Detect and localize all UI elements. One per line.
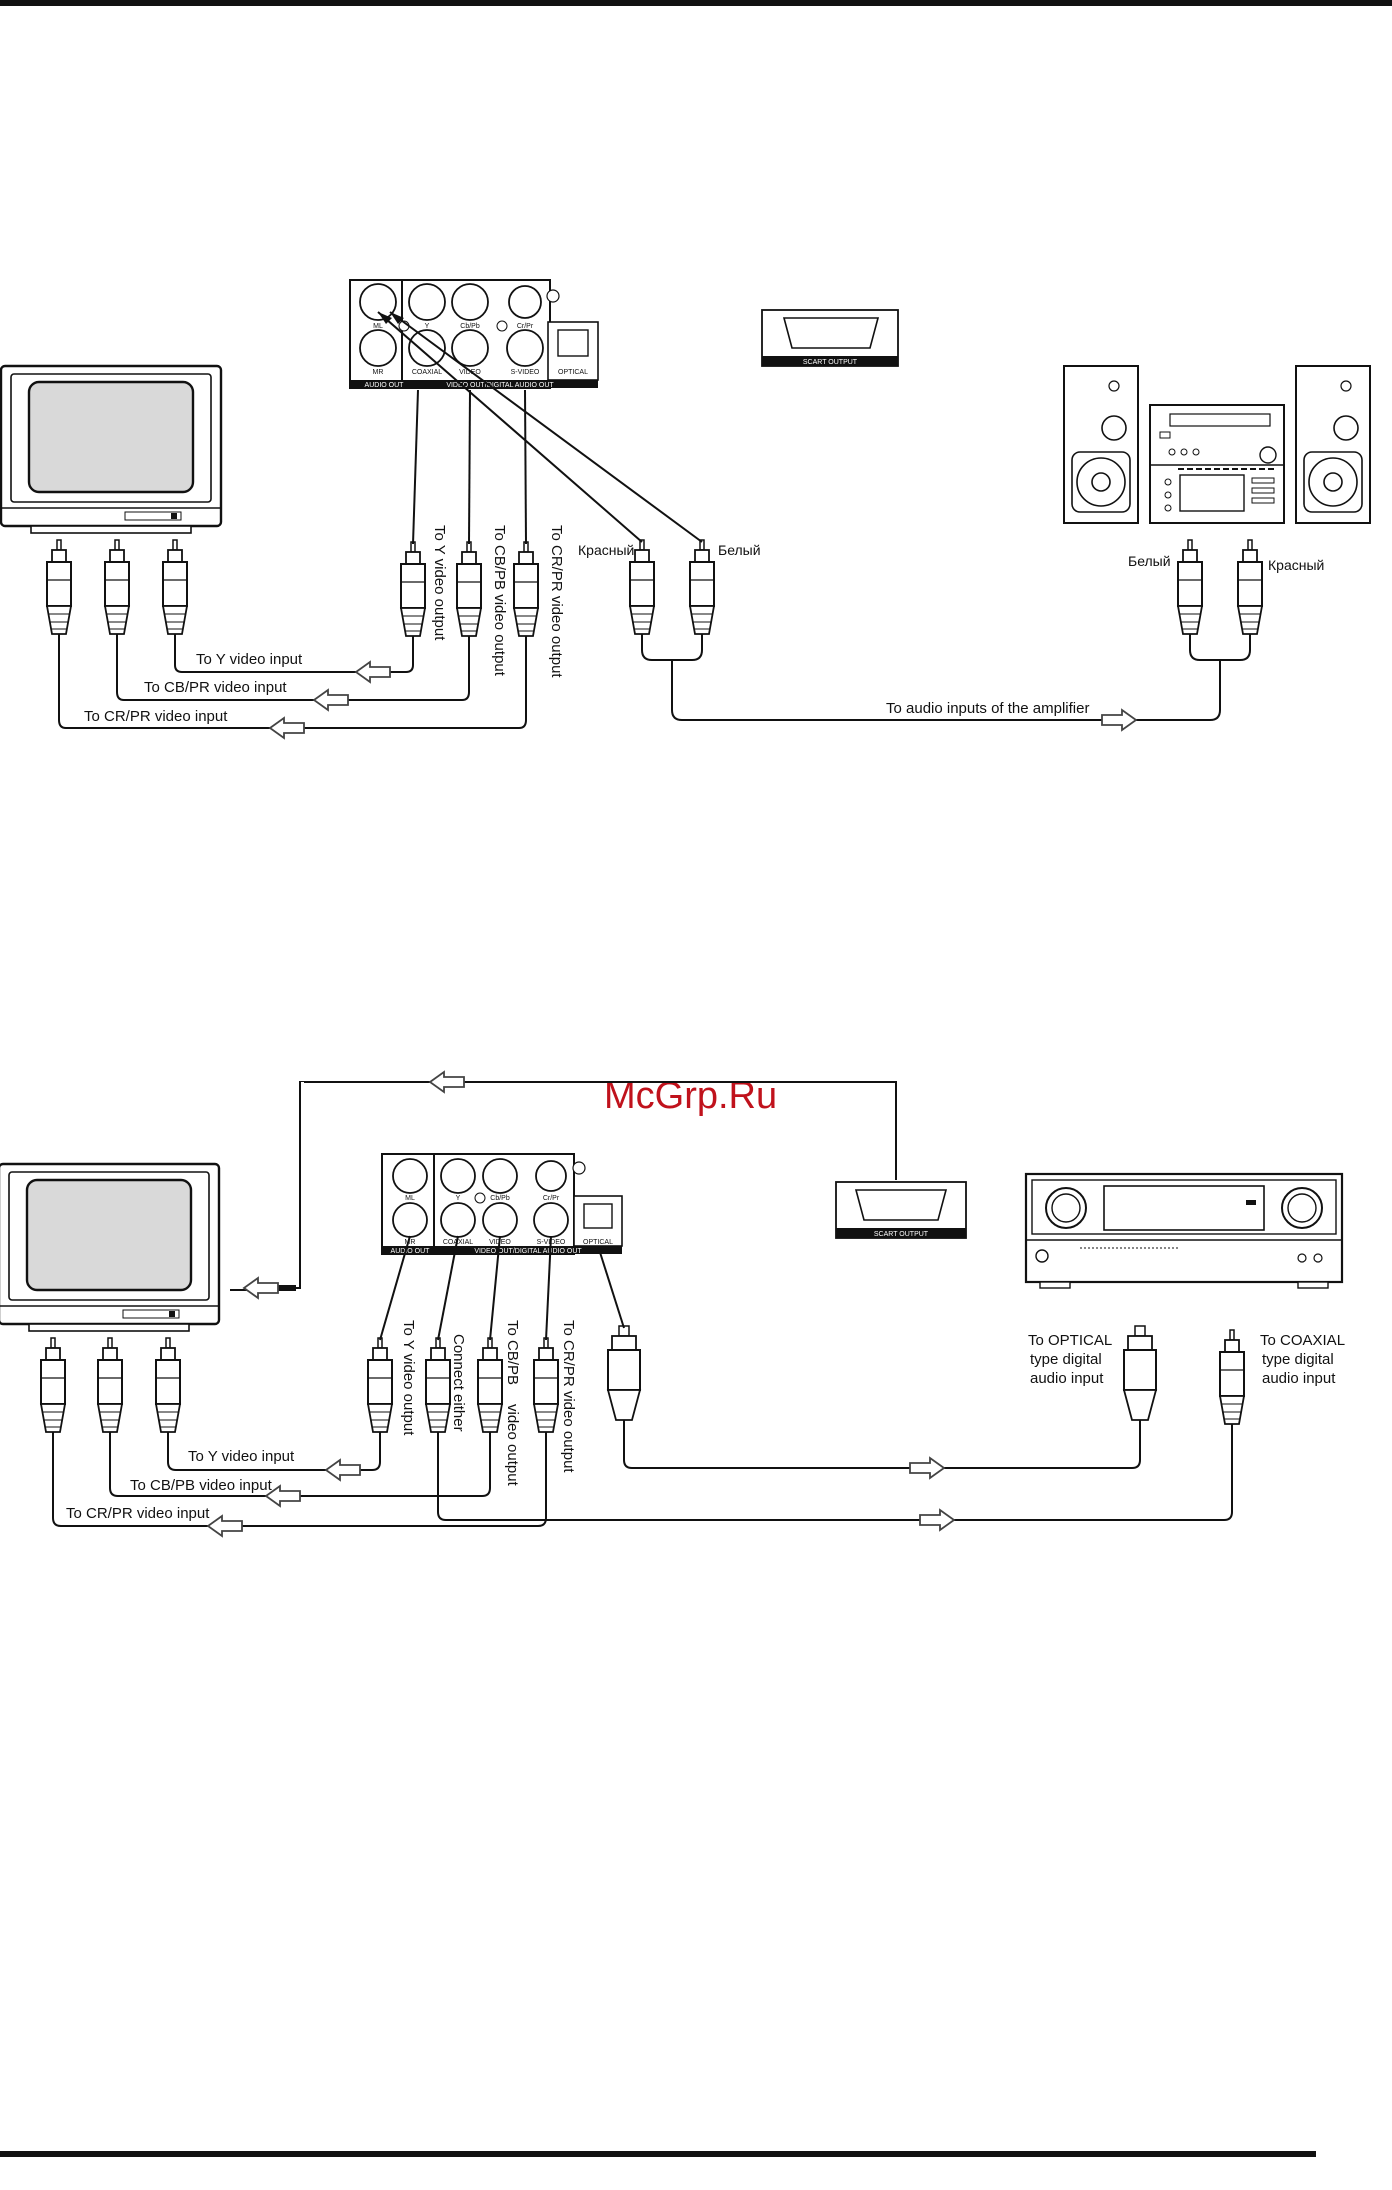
player2-plug-cb [477,1337,503,1433]
panel-y-label: Y [425,323,430,330]
player2-plug-coaxial [425,1337,451,1433]
label-to-y-output-2: To Y video output [400,1320,417,1436]
label-to-y-input-1: To Y video input [196,651,303,668]
panel-svideo-label: S-VIDEO [511,369,540,376]
label-white-left: Белый [718,542,761,558]
tv-plug-y-1 [46,539,72,635]
diagram-2: ML MR Y Cb/Pb Cr/Pr COAXIAL VIDEO S-VIDE… [0,1071,1345,1537]
panel2-coaxial-label: COAXIAL [443,1239,473,1246]
scart-label-2: SCART OUTPUT [874,1231,929,1238]
label-red-right: Красный [1268,557,1324,573]
label-to-cb-output-1: To CB/PB video output [491,525,508,677]
arrow-optical-2 [909,1457,945,1479]
label-to-cr-output-2: To CR/PR video output [560,1320,577,1473]
panel-video-out-label: VIDEO OUT/DIGITAL AUDIO OUT [446,382,554,389]
arrow-y-input-2 [325,1459,361,1481]
panel-optical-label: OPTICAL [558,369,588,376]
player2-plug-y [367,1337,393,1433]
player-plug-cb-1 [456,541,482,637]
arrow-cr-input-1 [269,717,305,739]
label-coaxial-3: audio input [1262,1370,1336,1387]
tv-1 [0,364,223,535]
label-coaxial-2: type digital [1262,1351,1334,1368]
label-to-y-output-1: To Y video output [431,525,448,641]
arrow-y-input-1 [355,661,391,683]
label-to-cb-input-1: To CB/PR video input [144,679,287,696]
arrow-amplifier-1 [1101,709,1137,731]
arrow-coaxial-2 [919,1509,955,1531]
label-to-cr-output-1: To CR/PR video output [548,525,565,678]
receiver-plug-coaxial [1219,1329,1245,1425]
arrow-scart-top [429,1071,465,1093]
panel2-optical-label: OPTICAL [583,1239,613,1246]
arrow-cr-input-2 [207,1515,243,1537]
label-to-cr-input-1: To CR/PR video input [84,708,228,725]
label-to-cr-input-2: To CR/PR video input [66,1505,210,1522]
diagram-1: ML MR Y Cb/Pb Cr/Pr COAXIAL VIDEO S-VIDE… [0,279,1371,739]
player-panel-1: ML MR Y Cb/Pb Cr/Pr COAXIAL VIDEO S-VIDE… [349,279,599,389]
tv2-plug-y [40,1337,66,1433]
tv-plug-cb-1 [104,539,130,635]
panel2-cr-label: Cr/Pr [543,1195,560,1202]
label-optical-2: type digital [1030,1351,1102,1368]
tv2-plug-cr [155,1337,181,1433]
panel-video-label: VIDEO [459,369,481,376]
label-optical-1: To OPTICAL [1028,1332,1112,1349]
label-to-cb-input-2: To CB/PB video input [130,1477,273,1494]
arrow-cb-input-1 [313,689,349,711]
stereo-system [1063,365,1371,524]
panel2-audio-out-label: AUDIO OUT [391,1248,431,1255]
panel-coaxial-label: COAXIAL [412,369,442,376]
receiver-plug-optical [1123,1325,1157,1421]
arrow-scart-tv [243,1277,279,1299]
label-coaxial-1: To COAXIAL [1260,1332,1345,1349]
panel-mr-label: MR [373,369,384,376]
player-plug-y-1 [400,541,426,637]
amp-plug-white-1 [1177,539,1203,635]
panel-cr-label: Cr/Pr [517,323,534,330]
tv-plug-cr-1 [162,539,188,635]
label-to-amplifier: To audio inputs of the amplifier [886,700,1089,717]
panel-audio-out-label: AUDIO OUT [365,382,405,389]
label-to-cb-output-2b: video output [504,1404,521,1487]
player2-plug-cr [533,1337,559,1433]
panel-cb-label: Cb/Pb [460,323,480,330]
panel2-video-out-label: VIDEO OUT/DIGITAL AUDIO OUT [474,1248,582,1255]
player-plug-cr-1 [513,541,539,637]
scart-connector-2: SCART OUTPUT [835,1181,967,1239]
panel-ml-label: ML [373,323,383,330]
tv2-plug-cb [97,1337,123,1433]
amp-plug-red-1 [1237,539,1263,635]
panel2-ml-label: ML [405,1195,415,1202]
player-panel-2: ML MR Y Cb/Pb Cr/Pr COAXIAL VIDEO S-VIDE… [381,1153,623,1255]
label-optical-3: audio input [1030,1370,1104,1387]
panel2-y-label: Y [456,1195,461,1202]
scart-label-1: SCART OUTPUT [803,359,858,366]
label-white-right: Белый [1128,553,1171,569]
label-to-cb-output-2a: To CB/PB [504,1320,521,1385]
av-receiver [1024,1172,1344,1289]
player2-plug-optical [607,1325,641,1421]
label-connect-either: Connect either [450,1334,467,1432]
tv-2 [0,1162,221,1333]
scart-connector-1: SCART OUTPUT [761,309,899,367]
panel2-cb-label: Cb/Pb [490,1195,510,1202]
panel2-mr-label: MR [405,1239,416,1246]
label-red-left: Красный [578,542,634,558]
audio-plug-white-1 [689,539,715,635]
label-to-y-input-2: To Y video input [188,1448,295,1465]
